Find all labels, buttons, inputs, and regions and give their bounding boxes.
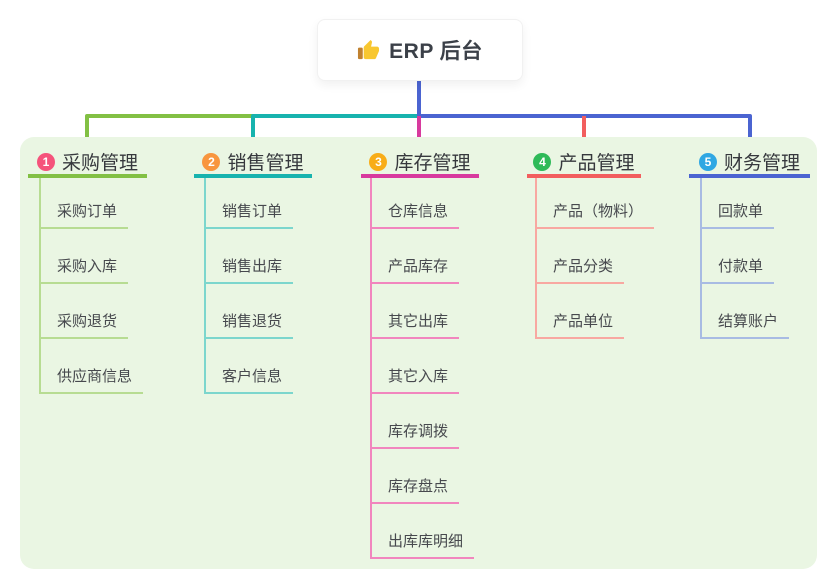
branch-number-badge: 5 [698, 152, 717, 171]
child-node-label: 客户信息 [222, 368, 283, 385]
child-node-label: 产品库存 [388, 258, 449, 275]
child-node[interactable]: 销售退货 [205, 313, 294, 339]
child-node[interactable]: 库存调拨 [371, 423, 460, 449]
child-node[interactable]: 结算账户 [701, 313, 790, 339]
child-node-label: 付款单 [718, 258, 764, 275]
branch-title: 采购管理 [61, 153, 138, 174]
branch-trunk-line [204, 178, 206, 394]
thumbs-up-icon [357, 39, 380, 62]
branch-trunk-line [39, 178, 41, 394]
root-node[interactable]: ERP 后台 [317, 19, 523, 81]
branch-trunk-line [535, 178, 537, 339]
child-node-label: 采购退货 [57, 313, 118, 330]
child-node-label: 采购入库 [57, 258, 118, 275]
branch-node-3[interactable]: 3 库存管理 [361, 149, 479, 178]
child-node[interactable]: 采购退货 [40, 313, 129, 339]
branch-number-badge: 3 [369, 152, 388, 171]
branch-trunk-line [700, 178, 702, 339]
branch-title: 销售管理 [227, 153, 304, 174]
child-node[interactable]: 出库库明细 [371, 533, 475, 559]
child-node[interactable]: 其它出库 [371, 313, 460, 339]
branch-number-badge: 1 [36, 152, 55, 171]
branch-node-4[interactable]: 4 产品管理 [527, 149, 641, 178]
child-node[interactable]: 仓库信息 [371, 203, 460, 229]
child-node-label: 结算账户 [718, 313, 779, 330]
child-node-label: 销售退货 [222, 313, 283, 330]
branch-node-2[interactable]: 2 销售管理 [194, 149, 312, 178]
child-node[interactable]: 产品单位 [536, 313, 625, 339]
branch-title: 财务管理 [723, 153, 800, 174]
child-node[interactable]: 产品分类 [536, 258, 625, 284]
child-node[interactable]: 库存盘点 [371, 478, 460, 504]
child-node[interactable]: 采购入库 [40, 258, 129, 284]
branch-number-badge: 2 [202, 152, 221, 171]
child-node-label: 库存盘点 [388, 478, 449, 495]
child-node[interactable]: 供应商信息 [40, 368, 144, 394]
child-node-label: 产品（物料） [553, 203, 644, 220]
child-node-label: 供应商信息 [57, 368, 133, 385]
child-node[interactable]: 客户信息 [205, 368, 294, 394]
root-node-label: ERP 后台 [389, 40, 483, 63]
child-node-label: 库存调拨 [388, 423, 449, 440]
branches-panel [20, 137, 817, 569]
child-node-label: 回款单 [718, 203, 764, 220]
branch-title: 产品管理 [558, 153, 635, 174]
child-node-label: 出库库明细 [388, 533, 464, 550]
child-node[interactable]: 销售订单 [205, 203, 294, 229]
child-node[interactable]: 其它入库 [371, 368, 460, 394]
child-node-label: 采购订单 [57, 203, 118, 220]
branch-node-1[interactable]: 1 采购管理 [28, 149, 147, 178]
branch-node-5[interactable]: 5 财务管理 [689, 149, 810, 178]
child-node-label: 其它入库 [388, 368, 449, 385]
branch-trunk-line [370, 178, 372, 559]
branch-title: 库存管理 [394, 153, 471, 174]
child-node-label: 销售订单 [222, 203, 283, 220]
child-node-label: 产品单位 [553, 313, 614, 330]
child-node[interactable]: 产品库存 [371, 258, 460, 284]
child-node[interactable]: 销售出库 [205, 258, 294, 284]
branch-number-badge: 4 [533, 152, 552, 171]
child-node[interactable]: 采购订单 [40, 203, 129, 229]
child-node-label: 产品分类 [553, 258, 614, 275]
child-node[interactable]: 产品（物料） [536, 203, 655, 229]
child-node[interactable]: 回款单 [701, 203, 775, 229]
child-node-label: 仓库信息 [388, 203, 449, 220]
child-node-label: 销售出库 [222, 258, 283, 275]
child-node-label: 其它出库 [388, 313, 449, 330]
child-node[interactable]: 付款单 [701, 258, 775, 284]
